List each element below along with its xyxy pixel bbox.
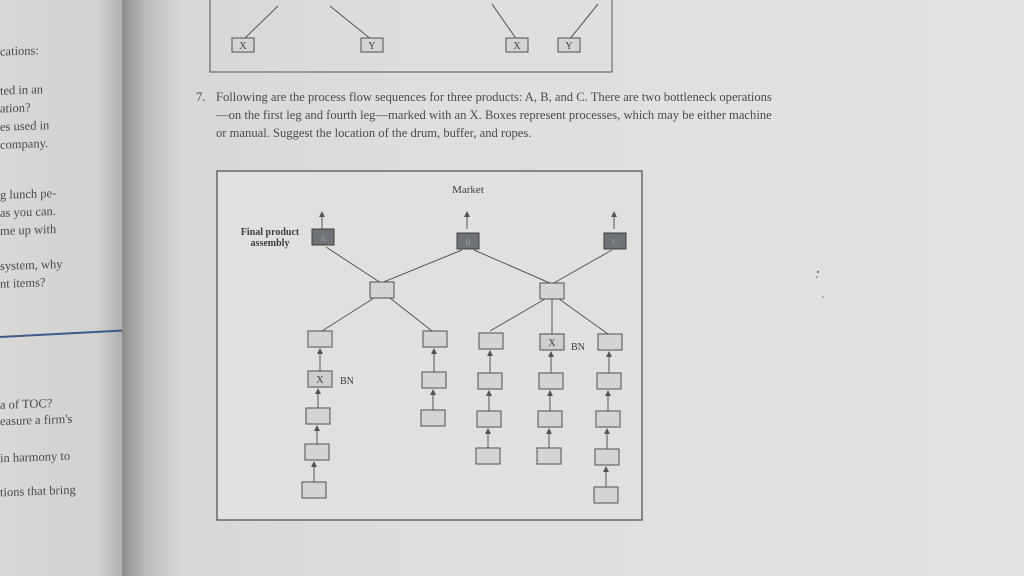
process-box — [422, 330, 448, 348]
process-box — [594, 448, 620, 466]
top-figure-frame — [209, 0, 613, 73]
bottleneck-box — [539, 333, 565, 351]
question-text: Following are the process flow sequences… — [216, 90, 772, 140]
process-box — [536, 447, 562, 465]
process-box — [597, 333, 623, 351]
product-c-box — [603, 232, 627, 250]
bottleneck-x-mark: X — [548, 338, 556, 349]
product-a-box — [311, 228, 335, 246]
question-number: 7. — [196, 90, 206, 104]
process-box — [475, 447, 501, 465]
product-b-label: B — [465, 238, 470, 247]
leg-5 — [593, 333, 623, 504]
process-box — [307, 330, 333, 348]
page-speck — [822, 296, 824, 298]
top-box-x-label: X — [513, 41, 521, 52]
market-label: Market — [452, 184, 484, 196]
process-box — [477, 372, 503, 390]
top-figure: X Y X Y — [209, 0, 613, 73]
process-box — [595, 410, 621, 428]
product-c-label: C — [612, 238, 617, 247]
process-box — [593, 486, 619, 504]
bottleneck-box — [307, 370, 333, 388]
process-box — [596, 372, 622, 390]
page-speck — [816, 276, 818, 278]
process-box — [305, 407, 331, 425]
top-box-x — [231, 37, 255, 53]
leg-1: X BN — [301, 330, 354, 499]
bottleneck-label: BN — [340, 376, 354, 387]
subassembly-box — [369, 281, 395, 299]
process-box — [421, 371, 447, 389]
product-b-box — [456, 232, 480, 250]
process-box — [420, 409, 446, 427]
leg-4: X BN — [536, 333, 585, 465]
process-box — [304, 443, 330, 461]
process-box — [476, 410, 502, 428]
leg-2 — [420, 330, 448, 427]
top-box-y-label: Y — [565, 41, 572, 52]
process-box — [478, 332, 504, 350]
top-box-y — [557, 37, 581, 53]
left-page: cations: ted in an ation? es used in com… — [0, 0, 140, 576]
leg-3 — [475, 332, 504, 465]
bottleneck-label: BN — [571, 342, 585, 353]
final-assembly-label: Final product — [241, 227, 300, 238]
top-box-x — [505, 37, 529, 53]
process-box — [537, 410, 563, 428]
process-box — [301, 481, 327, 499]
page-speck — [816, 270, 820, 274]
bottleneck-x-mark: X — [316, 375, 324, 386]
top-box-y-label: Y — [368, 41, 375, 52]
top-box-y — [360, 37, 384, 53]
product-a-label: A — [320, 234, 326, 243]
top-box-x-label: X — [239, 41, 247, 52]
question-7: 7. Following are the process flow sequen… — [196, 88, 776, 142]
process-box — [538, 372, 564, 390]
final-assembly-label: assembly — [251, 238, 290, 249]
subassembly-box — [539, 282, 565, 300]
